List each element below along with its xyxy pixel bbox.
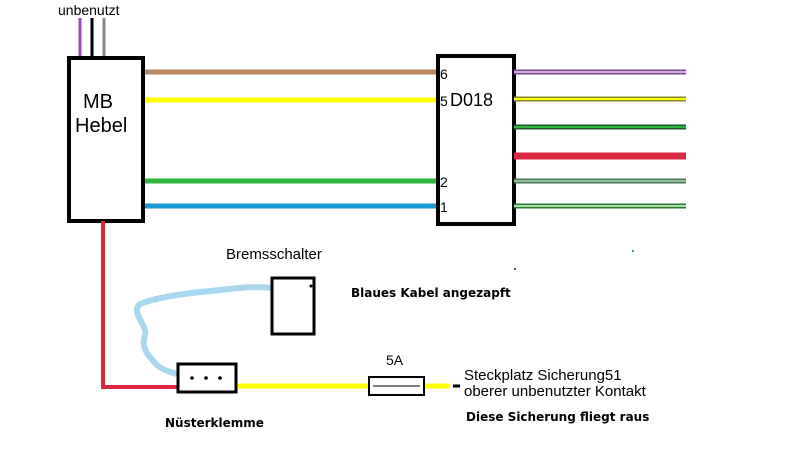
terminal-screw: [204, 376, 208, 380]
pin-1-label: 1: [440, 199, 448, 215]
terminal-screw: [190, 376, 194, 380]
terminal-screw: [218, 376, 222, 380]
slot-label-line2: oberer unbenutzter Kontakt: [464, 383, 647, 400]
unused-wires: [78, 18, 106, 58]
mb-lever-label-line2: Hebel: [75, 115, 127, 137]
mb-lever-box: [67, 56, 145, 223]
pin-2-label: 2: [440, 174, 448, 190]
brake-switch-contact: [309, 284, 313, 288]
wire-red-lever-to-terminal: [101, 221, 180, 389]
blue-tapped-label: Blaues Kabel angezapft: [351, 286, 511, 300]
pin-6-label: 6: [440, 66, 448, 82]
slot-label-line1: Steckplatz Sicherung51: [464, 367, 622, 384]
connector-d018-box: [436, 54, 516, 226]
fuse-note-label: Diese Sicherung fliegt raus: [466, 410, 649, 424]
terminal-label: Nüsterklemme: [165, 416, 264, 430]
fuse-rating-label: 5A: [386, 352, 404, 368]
pin-5-label: 5: [440, 93, 448, 109]
connector-d018-label: D018: [450, 90, 493, 110]
unused-label: unbenutzt: [58, 2, 120, 18]
mb-lever-label-line1: MB: [83, 91, 113, 113]
brake-switch-box: [270, 276, 316, 336]
wire-lightblue-tapped: [134, 284, 275, 378]
stray-dot: [514, 268, 516, 270]
stray-dot: [632, 250, 634, 252]
outgoing-wires: [514, 69, 686, 209]
brake-switch-label: Bremsschalter: [226, 246, 322, 263]
